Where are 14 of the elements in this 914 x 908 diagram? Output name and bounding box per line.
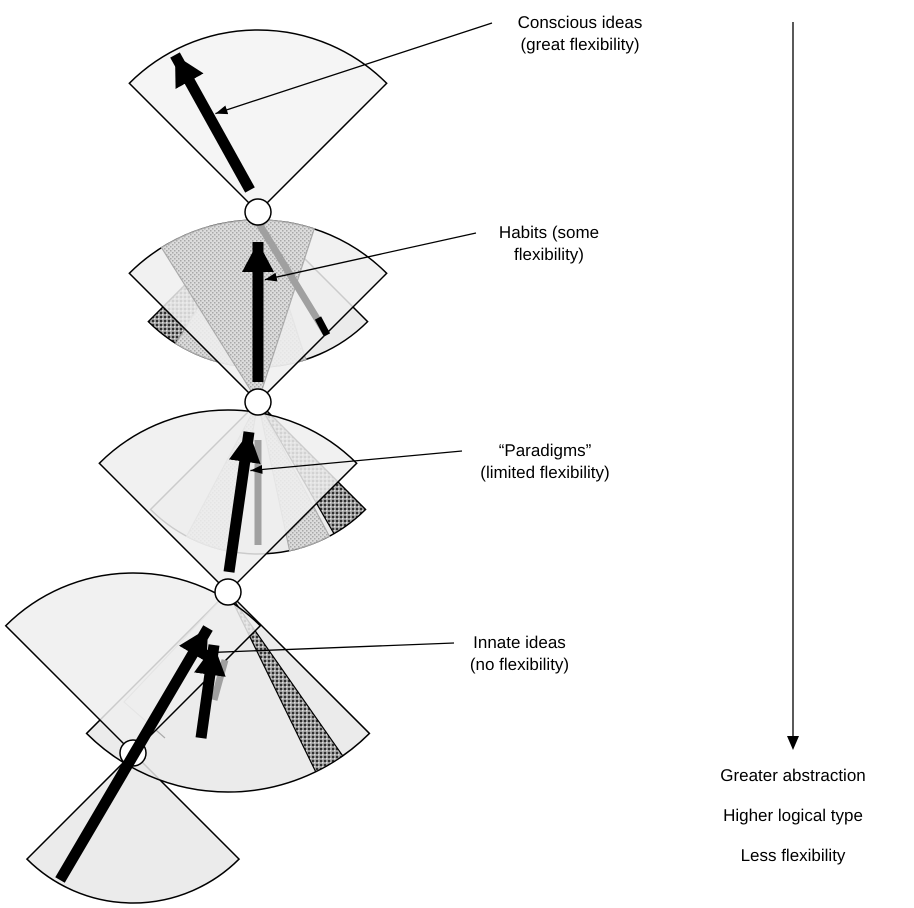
callout-label: “Paradigms” (limited flexibility) — [470, 440, 620, 484]
axis-caption: Greater abstraction — [719, 765, 867, 787]
thick-arrow — [170, 52, 255, 193]
thick-arrow — [224, 431, 261, 573]
thick-arrow — [242, 242, 274, 382]
thick-arrow — [55, 625, 213, 883]
leader-line — [250, 450, 462, 474]
leader-line — [215, 22, 492, 114]
callout-label: Conscious ideas (great flexibility) — [500, 12, 660, 56]
callout-label: Habits (some flexibility) — [484, 222, 614, 266]
leader-line — [264, 232, 476, 282]
callout-label: Innate ideas (no flexibility) — [462, 632, 577, 676]
axis-caption: Higher logical type — [722, 805, 864, 827]
axis-caption: Less flexibility — [740, 845, 846, 867]
